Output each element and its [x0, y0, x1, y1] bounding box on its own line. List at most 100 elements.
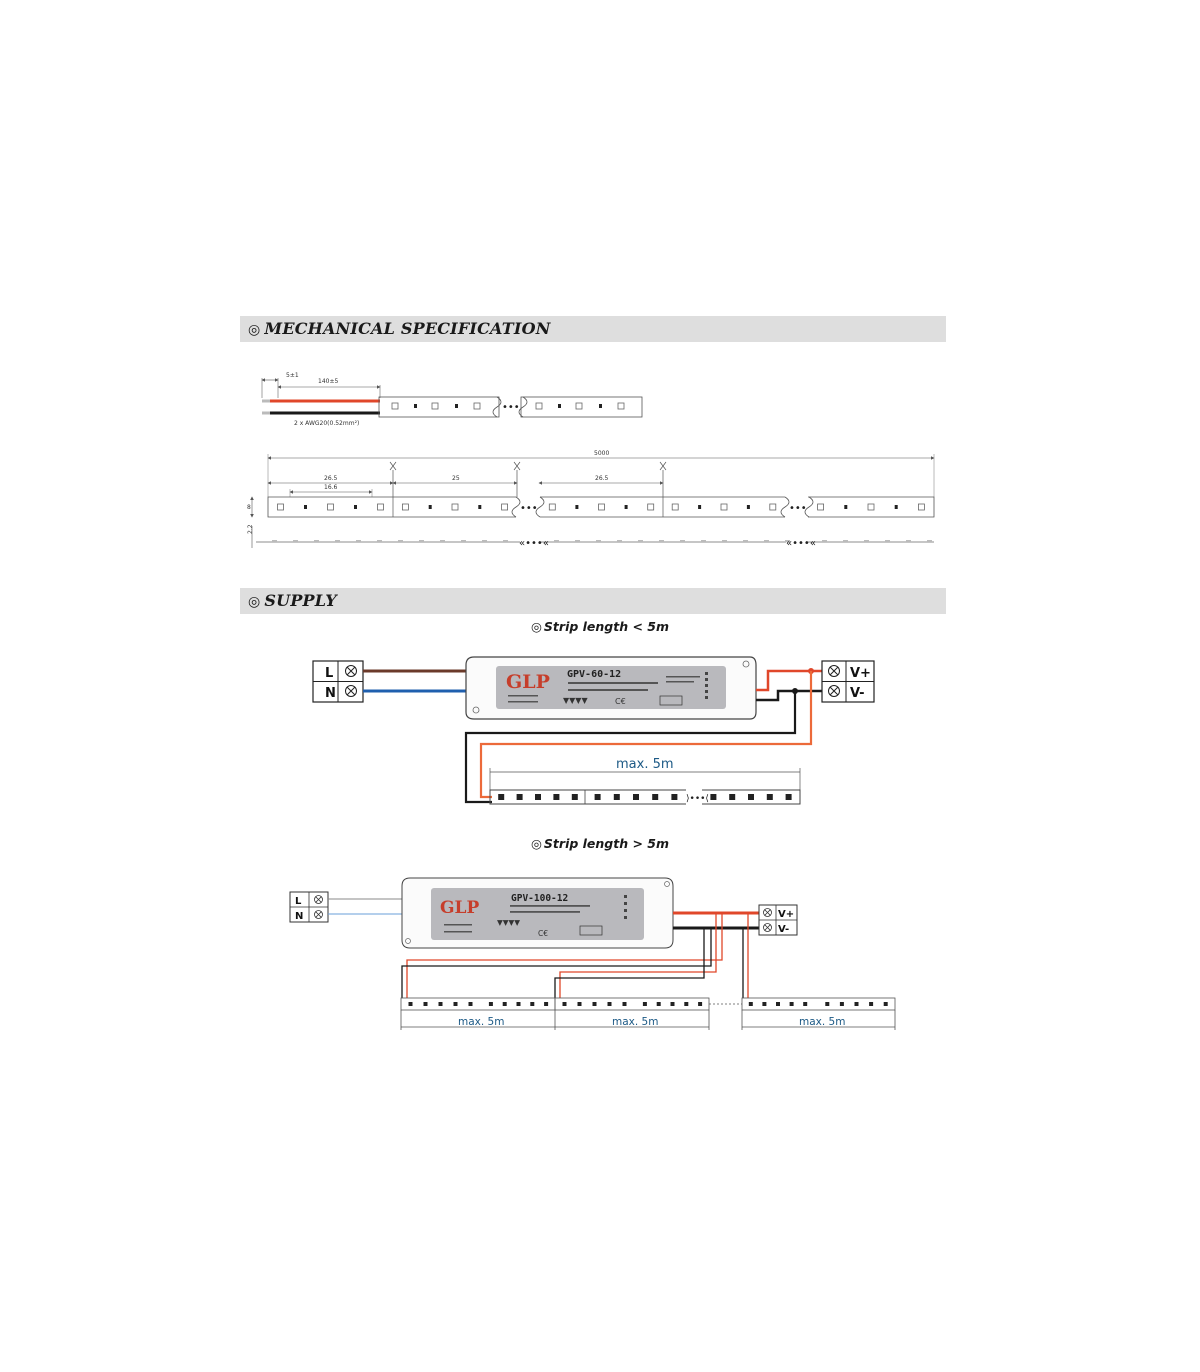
input-L-label: L: [295, 896, 302, 907]
svg-text:«•••«: «•••«: [786, 538, 816, 549]
led-chip-side: [843, 540, 848, 542]
total-length: 5000: [594, 450, 609, 457]
led-chip: [867, 503, 875, 511]
led-chip-side: [419, 540, 424, 542]
led-chip-side: [461, 540, 466, 542]
led-chip: [656, 1002, 661, 1006]
led-chip-side: [864, 540, 869, 542]
output-vminus-label: V-: [850, 686, 865, 701]
led-chip: [548, 503, 556, 511]
strip-segment: [378, 396, 500, 418]
led-chip: [277, 503, 284, 511]
supply-diagram-large: L N GLP GPV-100-12 ▼▼▼▼ C€: [289, 877, 896, 1030]
feed-positive-wire: [479, 671, 813, 799]
output-vplus-label: V+: [778, 909, 794, 920]
screw-terminal-icon: [763, 908, 772, 932]
segment-1-length: 26.5: [324, 475, 338, 482]
led-chip: [592, 1002, 597, 1006]
led-resistor: [354, 505, 357, 509]
bullet-icon: ◎: [248, 322, 261, 338]
led-chip-side: [927, 540, 932, 542]
svg-text:C€: C€: [615, 697, 626, 706]
svg-text:C€: C€: [538, 929, 548, 938]
wire-length: 140±5: [318, 378, 338, 385]
strip-width: 8: [247, 504, 251, 511]
led-chip: [647, 503, 655, 511]
led-resistor: [746, 505, 750, 509]
svg-text:▼▼▼▼: ▼▼▼▼: [497, 918, 520, 927]
led-chip-side: [822, 540, 827, 542]
wire-strip-length: 5±1: [286, 372, 299, 379]
led-chip-side: [503, 540, 508, 542]
led-resistor: [698, 505, 702, 509]
led-chip: [785, 794, 792, 800]
psu-model-large: GPV-100-12: [511, 893, 568, 904]
led-chip: [498, 794, 505, 800]
large-case-heading-text: Strip length > 5m: [543, 836, 670, 851]
wire-lead-drawing: 5±1 140±5 2 x AWG20(0.52mm²) •••: [261, 372, 643, 427]
led-chip: [408, 1002, 413, 1006]
led-chip: [671, 503, 679, 511]
led-chip: [571, 794, 578, 800]
led-chip: [553, 794, 560, 800]
led-chip: [516, 794, 523, 800]
svg-text:▼▼▼▼: ▼▼▼▼: [563, 696, 588, 705]
led-chip: [622, 1002, 627, 1006]
led-chip-side: [440, 540, 445, 542]
led-chip: [516, 1002, 521, 1006]
led-chip: [594, 794, 601, 800]
led-chip: [502, 1002, 507, 1006]
led-pitch: 16.6: [324, 484, 338, 491]
led-chip: [530, 1002, 535, 1006]
max-length-label: max. 5m: [616, 757, 674, 772]
led-chip: [766, 794, 773, 800]
led-chip: [762, 1002, 767, 1006]
led-resistor: [478, 505, 482, 509]
mechanical-spec-header: ◎MECHANICAL SPECIFICATION: [240, 316, 946, 342]
input-N-label: N: [295, 911, 303, 922]
led-chip-side: [272, 540, 277, 542]
led-chip: [803, 1002, 808, 1006]
led-chip: [544, 1002, 549, 1006]
output-vminus-label: V-: [778, 924, 789, 935]
wire-gauge-note: 2 x AWG20(0.52mm²): [294, 420, 359, 427]
input-N-label: N: [325, 686, 336, 701]
led-chip: [453, 1002, 458, 1006]
led-chip-side: [680, 540, 685, 542]
led-chip-side: [764, 540, 769, 542]
led-chip: [883, 1002, 888, 1006]
led-chip-side: [617, 540, 622, 542]
strip-segment: [520, 396, 643, 418]
led-chip: [817, 503, 824, 511]
led-chip: [839, 1002, 844, 1006]
led-chip: [776, 1002, 780, 1006]
led-resistor: [894, 505, 898, 509]
led-chip-side: [659, 540, 664, 542]
led-chip-side: [596, 540, 601, 542]
led-chip: [710, 794, 717, 800]
supply-title: SUPPLY: [264, 591, 337, 610]
brand-logo: GLP: [440, 898, 479, 918]
strip-top-view: 5000 26.5 16.6 25 26.5 8 ••• •••: [247, 450, 935, 518]
led-chip-side: [293, 540, 298, 542]
led-chip: [501, 503, 509, 511]
led-chip: [633, 794, 639, 800]
screw-terminal-icon: [314, 895, 323, 919]
bullet-icon: ◎: [248, 594, 261, 610]
large-case-heading: ◎Strip length > 5m: [531, 836, 669, 851]
led-chip-side: [785, 540, 790, 542]
led-chip: [869, 1002, 874, 1006]
bullet-icon: ◎: [531, 836, 542, 851]
led-chip: [720, 503, 728, 511]
led-chip: [327, 503, 334, 511]
led-resistor: [428, 505, 432, 509]
led-chip-side: [482, 540, 487, 542]
led-chip: [671, 794, 678, 800]
led-chip-side: [701, 540, 706, 542]
led-chip: [613, 794, 620, 800]
led-chip-side: [398, 540, 403, 542]
led-chip: [562, 1002, 567, 1006]
led-chip-side: [377, 540, 382, 542]
led-chip-side: [314, 540, 319, 542]
led-chip: [423, 1002, 428, 1006]
